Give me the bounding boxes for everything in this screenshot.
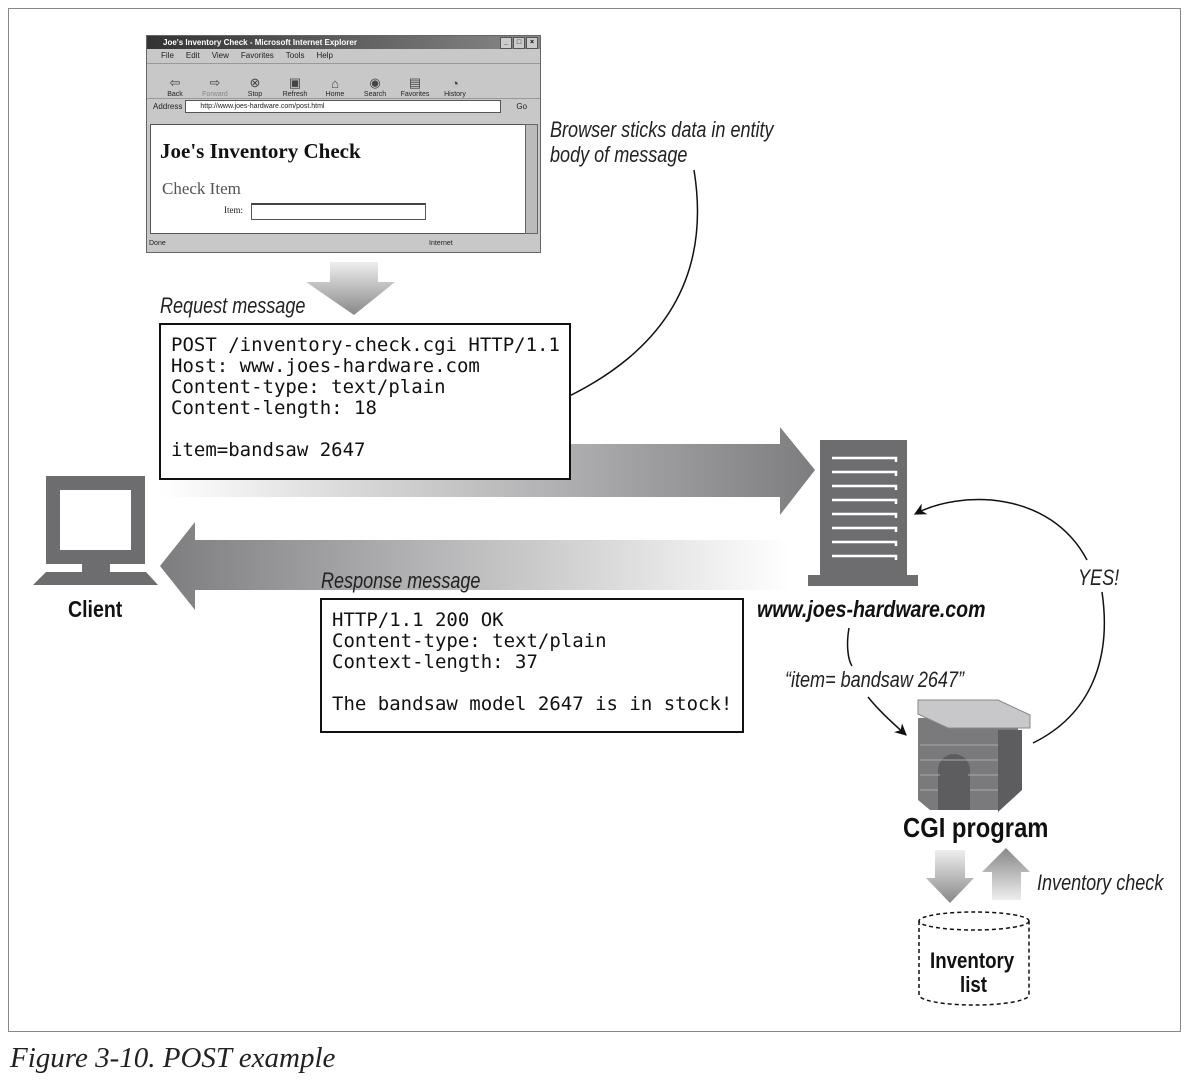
- browser-annotation-line1: Browser sticks data in entity: [550, 117, 774, 142]
- request-blank: [171, 419, 559, 440]
- yes-arrow-bottom: [1032, 591, 1106, 744]
- forward-label: Forward: [202, 91, 228, 98]
- history-icon: ◔: [451, 76, 459, 91]
- response-body: The bandsaw model 2647 is in stock!: [332, 693, 733, 715]
- inventory-list-label-line1: Inventory: [930, 948, 1015, 973]
- inventory-list-label-line2: list: [960, 972, 988, 997]
- server-icon: [808, 440, 918, 586]
- status-zone: Internet: [429, 240, 453, 247]
- cgi-program-label: CGI program: [903, 812, 1049, 843]
- menu-tools[interactable]: Tools: [285, 51, 305, 60]
- request-label: Request message: [160, 293, 306, 318]
- back-label: Back: [167, 91, 183, 98]
- menu-view[interactable]: View: [211, 51, 229, 60]
- request-header: Content-type: text/plain: [171, 376, 446, 398]
- address-label: Address: [153, 102, 183, 111]
- refresh-button[interactable]: ▣Refresh: [279, 75, 311, 98]
- server-label: www.joes-hardware.com: [757, 596, 986, 622]
- client-label: Client: [68, 596, 123, 622]
- menu-edit[interactable]: Edit: [185, 51, 200, 60]
- query-arrow-top: [846, 627, 853, 667]
- client-computer-icon: [33, 476, 158, 585]
- query-label: “item= bandsaw 2647”: [785, 667, 965, 692]
- refresh-icon: ▣: [288, 75, 302, 90]
- request-header: Content-length: 18: [171, 397, 377, 419]
- cgi-up-arrow: [982, 848, 1030, 900]
- stop-label: Stop: [247, 91, 263, 98]
- favorites-label: Favorites: [400, 91, 430, 98]
- back-button[interactable]: ⇦Back: [159, 75, 191, 98]
- search-button[interactable]: ◉Search: [359, 75, 391, 98]
- browser-annotation-line2: body of message: [550, 142, 688, 167]
- go-button[interactable]: Go: [516, 102, 528, 111]
- request-line: POST /inventory-check.cgi HTTP/1.1: [171, 334, 560, 356]
- query-arrow: [867, 696, 907, 736]
- stop-icon: ⊗: [249, 75, 261, 90]
- yes-arrow: [913, 498, 1088, 561]
- page-heading: Joe's Inventory Check: [160, 139, 361, 163]
- menu-help[interactable]: Help: [316, 51, 333, 60]
- request-body: item=bandsaw 2647: [171, 439, 366, 461]
- request-header: Host: www.joes-hardware.com: [171, 355, 480, 377]
- address-input[interactable]: http://www.joes-hardware.com/post.html: [185, 100, 502, 113]
- browser-menu-bar: File Edit View Favorites Tools Help: [147, 49, 540, 64]
- response-status-line: HTTP/1.1 200 OK: [332, 609, 504, 631]
- browser-title-bar: Joe's Inventory Check - Microsoft Intern…: [147, 36, 540, 49]
- back-icon: ⇦: [169, 75, 181, 90]
- item-input[interactable]: [251, 203, 426, 220]
- figure-caption: Figure 3-10. POST example: [10, 1042, 336, 1074]
- refresh-label: Refresh: [282, 91, 308, 98]
- browser-toolbar: ⇦Back ⇨Forward ⊗Stop ▣Refresh ⌂Home ◉Sea…: [147, 64, 540, 99]
- menu-favorites[interactable]: Favorites: [240, 51, 274, 60]
- home-icon: ⌂: [331, 76, 339, 91]
- status-bar: Done Internet: [149, 238, 537, 250]
- home-label: Home: [325, 91, 345, 98]
- home-button[interactable]: ⌂Home: [319, 76, 351, 98]
- address-bar: Address http://www.joes-hardware.com/pos…: [147, 99, 540, 114]
- status-text: Done: [149, 240, 166, 247]
- favorites-button[interactable]: ▤Favorites: [399, 75, 431, 98]
- inventory-check-label: Inventory check: [1037, 870, 1164, 895]
- item-label: Item:: [224, 205, 243, 215]
- maximize-icon[interactable]: □: [513, 37, 525, 49]
- response-label: Response message: [321, 568, 481, 593]
- figure-frame: [8, 8, 1181, 1032]
- history-label: History: [444, 91, 466, 98]
- forward-button[interactable]: ⇨Forward: [199, 75, 231, 98]
- response-header: Context-length: 37: [332, 651, 538, 673]
- close-icon[interactable]: ×: [526, 37, 538, 49]
- search-label: Search: [363, 91, 387, 98]
- menu-file[interactable]: File: [161, 51, 174, 60]
- page-subheading: Check Item: [162, 179, 241, 198]
- scrollbar[interactable]: [525, 124, 538, 234]
- browser-page: Joe's Inventory Check Check Item Item:: [150, 124, 530, 234]
- forward-icon: ⇨: [209, 75, 221, 90]
- response-blank: [332, 673, 732, 694]
- inventory-database-icon: [918, 911, 1030, 1006]
- down-arrow: [306, 262, 395, 315]
- response-arrow: [160, 522, 790, 610]
- stop-button[interactable]: ⊗Stop: [239, 75, 271, 98]
- minimize-icon[interactable]: _: [500, 37, 512, 49]
- history-button[interactable]: ◔History: [439, 76, 471, 98]
- cgi-down-arrow: [926, 850, 974, 903]
- yes-label: YES!: [1078, 565, 1120, 590]
- cgi-program-icon: [917, 699, 1031, 812]
- browser-window: Joe's Inventory Check - Microsoft Intern…: [146, 35, 541, 253]
- response-header: Content-type: text/plain: [332, 630, 607, 652]
- browser-title: Joe's Inventory Check - Microsoft Intern…: [163, 38, 357, 47]
- favorites-icon: ▤: [408, 75, 422, 90]
- search-icon: ◉: [369, 75, 381, 90]
